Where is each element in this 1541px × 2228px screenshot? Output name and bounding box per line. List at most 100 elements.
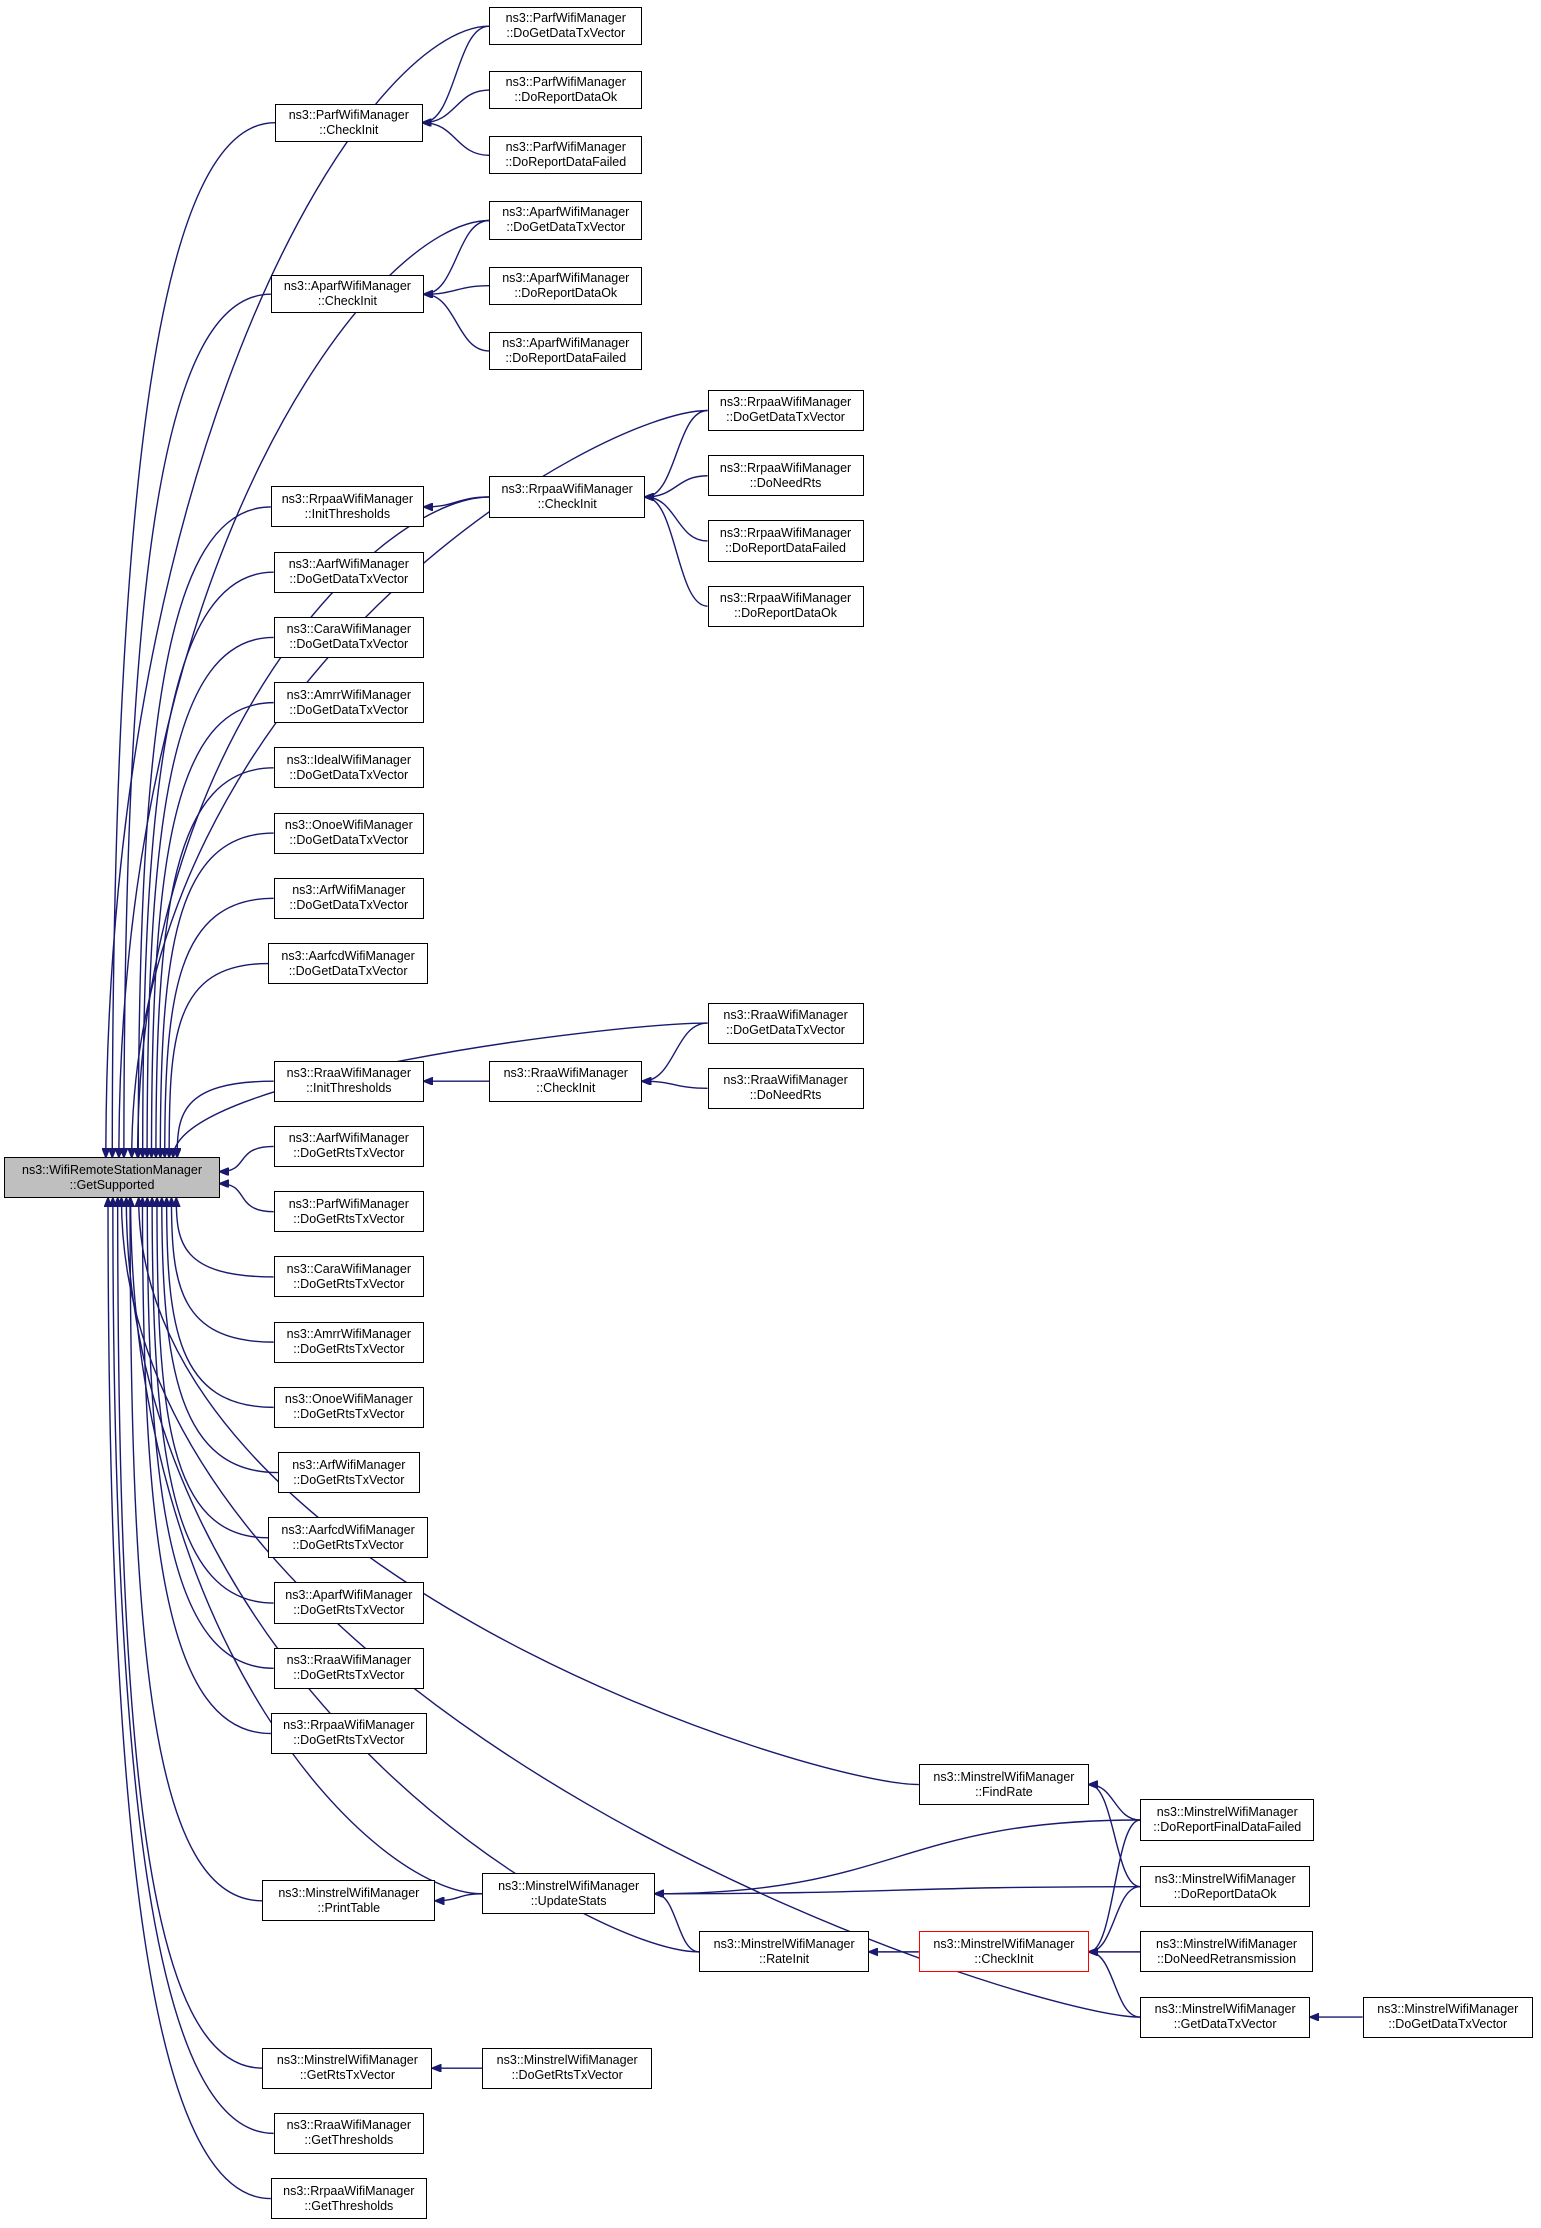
node-rrpaa-getrtstx[interactable]: ns3::RrpaaWifiManager::DoGetRtsTxVector [270, 1712, 427, 1755]
node-method-label: ::DoGetDataTxVector [288, 963, 408, 978]
node-minstrel-dogetrtstx[interactable]: ns3::MinstrelWifiManager::DoGetRtsTxVect… [482, 2047, 653, 2089]
edge-aparf-reportfailed-to-aparf-checkinit [424, 294, 490, 352]
edge-minstrel-getdatatx-to-root [121, 1198, 1141, 2018]
edge-aparf-reportok-to-aparf-checkinit [424, 285, 490, 295]
node-class-label: ns3::MinstrelWifiManager [1154, 1871, 1296, 1886]
edge-rraa-initthresholds-to-root [177, 1080, 274, 1157]
edge-rrpaa-getdatatx-to-rrpaa-checkinit [645, 409, 708, 497]
node-class-label: ns3::CaraWifiManager [286, 1261, 411, 1276]
node-method-label: ::GetRtsTxVector [299, 2068, 395, 2083]
node-class-label: ns3::ParfWifiManager [505, 11, 626, 26]
node-cara-getdatatx[interactable]: ns3::CaraWifiManager::DoGetDataTxVector [273, 616, 424, 658]
node-ideal-getdatatx[interactable]: ns3::IdealWifiManager::DoGetDataTxVector [273, 747, 424, 789]
node-root[interactable]: ns3::WifiRemoteStationManager::GetSuppor… [4, 1157, 220, 1199]
node-method-label: ::DoGetDataTxVector [289, 572, 409, 587]
node-class-label: ns3::ArfWifiManager [292, 1457, 406, 1472]
node-rrpaa-initthresholds[interactable]: ns3::RrpaaWifiManager::InitThresholds [270, 486, 424, 528]
edge-aarfcd-getrtstx-to-root [157, 1198, 269, 1539]
node-method-label: ::DoGetRtsTxVector [511, 2068, 623, 2083]
node-aarfcd-getdatatx[interactable]: ns3::AarfcdWifiManager::DoGetDataTxVecto… [268, 942, 429, 985]
node-minstrel-needretrans[interactable]: ns3::MinstrelWifiManager::DoNeedRetransm… [1140, 1931, 1314, 1973]
node-class-label: ns3::AarfcdWifiManager [281, 1522, 415, 1537]
node-aarf-getdatatx[interactable]: ns3::AarfWifiManager::DoGetDataTxVector [273, 551, 424, 593]
edge-cara-getdatatx-to-root [147, 636, 274, 1157]
node-method-label: ::CheckInit [536, 1081, 596, 1096]
node-parf-reportfailed[interactable]: ns3::ParfWifiManager::DoReportDataFailed [489, 136, 643, 175]
edge-parf-getdatatx-to-parf-checkinit [423, 25, 490, 122]
node-minstrel-updatestats[interactable]: ns3::MinstrelWifiManager::UpdateStats [482, 1873, 656, 1915]
node-rrpaa-reportfailed[interactable]: ns3::RrpaaWifiManager::DoReportDataFaile… [707, 520, 864, 562]
node-minstrel-dogetdatatx[interactable]: ns3::MinstrelWifiManager::DoGetDataTxVec… [1362, 1996, 1533, 2038]
node-minstrel-rateinit[interactable]: ns3::MinstrelWifiManager::RateInit [699, 1931, 870, 1973]
node-rrpaa-checkinit[interactable]: ns3::RrpaaWifiManager::CheckInit [489, 476, 646, 518]
node-method-label: ::DoGetRtsTxVector [293, 1146, 405, 1161]
edge-aparf-getdatatx-to-aparf-checkinit [424, 219, 490, 294]
node-parf-getdatatx[interactable]: ns3::ParfWifiManager::DoGetDataTxVector [489, 7, 643, 46]
node-method-label: ::GetSupported [69, 1177, 155, 1192]
node-method-label: ::DoGetDataTxVector [506, 26, 626, 41]
node-method-label: ::DoGetDataTxVector [726, 410, 845, 425]
node-rraa-checkinit[interactable]: ns3::RraaWifiManager::CheckInit [489, 1060, 643, 1102]
node-aparf-getrtstx[interactable]: ns3::AparfWifiManager::DoGetRtsTxVector [273, 1582, 424, 1624]
node-minstrel-reportok[interactable]: ns3::MinstrelWifiManager::DoReportDataOk [1140, 1866, 1311, 1908]
node-minstrel-reportfinalfailed[interactable]: ns3::MinstrelWifiManager::DoReportFinalD… [1140, 1799, 1315, 1841]
node-class-label: ns3::MinstrelWifiManager [1154, 2002, 1296, 2017]
node-class-label: ns3::RrpaaWifiManager [283, 1718, 415, 1733]
node-rraa-initthresholds[interactable]: ns3::RraaWifiManager::InitThresholds [273, 1060, 424, 1102]
node-class-label: ns3::RrpaaWifiManager [501, 481, 633, 496]
node-aparf-reportfailed[interactable]: ns3::AparfWifiManager::DoReportDataFaile… [489, 331, 643, 371]
node-method-label: ::DoGetDataTxVector [289, 702, 409, 717]
node-class-label: ns3::RraaWifiManager [503, 1066, 628, 1081]
node-method-label: ::CheckInit [319, 122, 379, 137]
edge-parf-checkinit-to-root [112, 121, 276, 1157]
node-rraa-needrts[interactable]: ns3::RraaWifiManager::DoNeedRts [707, 1067, 864, 1109]
edge-rrpaa-reportok-to-rrpaa-checkinit [645, 497, 708, 607]
node-rrpaa-reportok[interactable]: ns3::RrpaaWifiManager::DoReportDataOk [707, 585, 864, 627]
node-parf-getrtstx[interactable]: ns3::ParfWifiManager::DoGetRtsTxVector [273, 1191, 424, 1233]
node-aparf-getdatatx[interactable]: ns3::AparfWifiManager::DoGetDataTxVector [489, 201, 643, 240]
node-arf-getrtstx[interactable]: ns3::ArfWifiManager::DoGetRtsTxVector [277, 1452, 420, 1494]
edge-minstrel-reportfinalfailed-to-minstrel-updatestats [655, 1819, 1141, 1894]
node-onoe-getrtstx[interactable]: ns3::OnoeWifiManager::DoGetRtsTxVector [273, 1386, 424, 1428]
node-cara-getrtstx[interactable]: ns3::CaraWifiManager::DoGetRtsTxVector [273, 1256, 424, 1298]
node-aarfcd-getrtstx[interactable]: ns3::AarfcdWifiManager::DoGetRtsTxVector [268, 1517, 429, 1559]
edge-minstrel-updatestats-to-minstrel-printtable [435, 1893, 483, 1901]
edge-rraa-getrtstx-to-root [147, 1198, 274, 1669]
node-class-label: ns3::AarfWifiManager [288, 557, 409, 572]
node-method-label: ::DoGetRtsTxVector [292, 1537, 404, 1552]
node-rrpaa-getdatatx[interactable]: ns3::RrpaaWifiManager::DoGetDataTxVector [707, 389, 864, 432]
node-rraa-getdatatx[interactable]: ns3::RraaWifiManager::DoGetDataTxVector [707, 1002, 864, 1044]
node-minstrel-getdatatx[interactable]: ns3::MinstrelWifiManager::GetDataTxVecto… [1140, 1996, 1311, 2038]
node-arf-getdatatx[interactable]: ns3::ArfWifiManager::DoGetDataTxVector [273, 877, 424, 919]
node-method-label: ::DoGetRtsTxVector [293, 1603, 405, 1618]
node-class-label: ns3::MinstrelWifiManager [278, 1885, 420, 1900]
node-minstrel-findrate[interactable]: ns3::MinstrelWifiManager::FindRate [918, 1763, 1090, 1806]
node-minstrel-printtable[interactable]: ns3::MinstrelWifiManager::PrintTable [262, 1880, 436, 1922]
node-minstrel-getrtstx[interactable]: ns3::MinstrelWifiManager::GetRtsTxVector [262, 2047, 433, 2089]
node-rraa-getrtstx[interactable]: ns3::RraaWifiManager::DoGetRtsTxVector [273, 1647, 424, 1689]
node-aarf-getrtstx[interactable]: ns3::AarfWifiManager::DoGetRtsTxVector [273, 1125, 424, 1167]
node-parf-checkinit[interactable]: ns3::ParfWifiManager::CheckInit [275, 103, 423, 142]
node-rrpaa-needrts[interactable]: ns3::RrpaaWifiManager::DoNeedRts [707, 455, 864, 497]
node-method-label: ::DoReportDataFailed [505, 155, 627, 170]
node-method-label: ::DoGetDataTxVector [1388, 2017, 1508, 2032]
edge-parf-reportfailed-to-parf-checkinit [423, 123, 490, 156]
node-aparf-reportok[interactable]: ns3::AparfWifiManager::DoReportDataOk [489, 266, 643, 305]
node-method-label: ::InitThresholds [304, 506, 391, 521]
edge-minstrel-printtable-to-root [130, 1198, 263, 1902]
edge-amrr-getdatatx-to-root [152, 701, 274, 1157]
node-rraa-getthresholds[interactable]: ns3::RraaWifiManager::GetThresholds [273, 2112, 424, 2154]
node-amrr-getdatatx[interactable]: ns3::AmrrWifiManager::DoGetDataTxVector [273, 682, 424, 724]
edge-minstrel-getdatatx-to-minstrel-checkinit [1089, 1952, 1141, 2018]
node-method-label: ::DoNeedRetransmission [1157, 1951, 1297, 1966]
node-aparf-checkinit[interactable]: ns3::AparfWifiManager::CheckInit [270, 275, 424, 314]
node-method-label: ::CheckInit [974, 1951, 1034, 1966]
edge-minstrel-rateinit-to-minstrel-updatestats [655, 1894, 700, 1953]
edge-minstrel-rateinit-to-root [126, 1198, 700, 1953]
node-onoe-getdatatx[interactable]: ns3::OnoeWifiManager::DoGetDataTxVector [273, 812, 424, 854]
node-parf-reportok[interactable]: ns3::ParfWifiManager::DoReportDataOk [489, 70, 643, 110]
node-minstrel-checkinit[interactable]: ns3::MinstrelWifiManager::CheckInit [918, 1931, 1090, 1973]
node-method-label: ::DoGetRtsTxVector [293, 1472, 405, 1487]
node-amrr-getrtstx[interactable]: ns3::AmrrWifiManager::DoGetRtsTxVector [273, 1321, 424, 1363]
node-rrpaa-getthresholds[interactable]: ns3::RrpaaWifiManager::GetThresholds [270, 2178, 427, 2220]
